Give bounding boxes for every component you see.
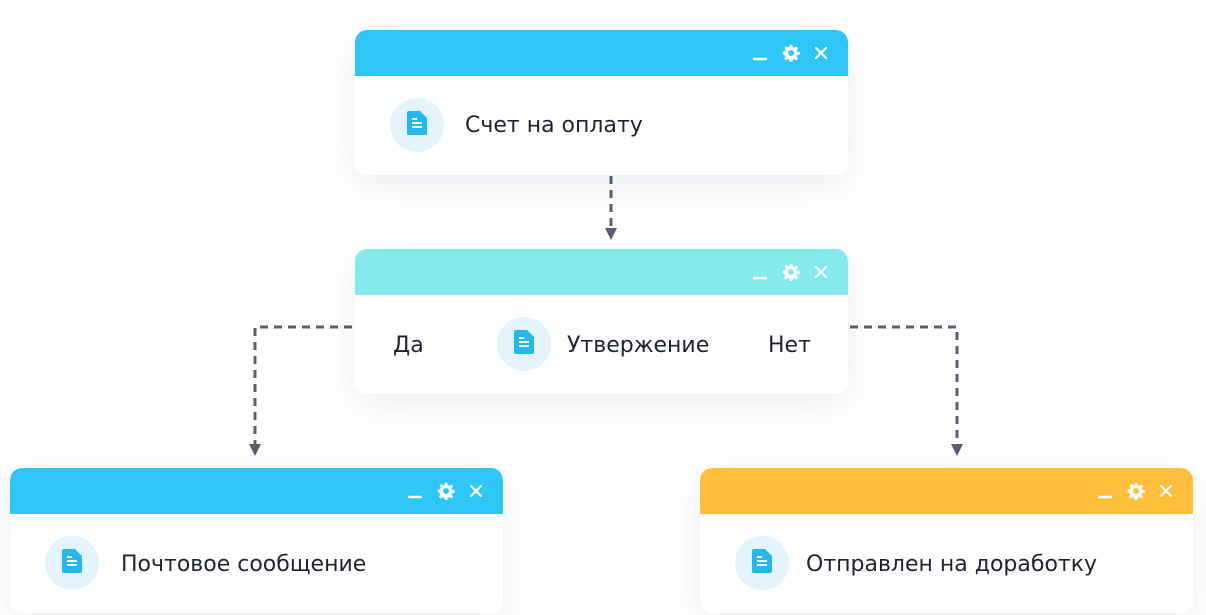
mail-card[interactable]: Почтовое сообщение bbox=[10, 468, 503, 613]
gear-icon[interactable] bbox=[1127, 482, 1145, 500]
window-controls bbox=[1097, 468, 1173, 514]
invoice-card-title: Счет на оплату bbox=[465, 113, 643, 138]
approval-card-title: Утвержение bbox=[567, 333, 710, 358]
invoice-card[interactable]: Счет на оплату bbox=[355, 30, 848, 175]
document-icon bbox=[62, 549, 82, 577]
document-icon bbox=[752, 549, 772, 577]
gear-icon[interactable] bbox=[782, 44, 800, 62]
invoice-card-header bbox=[355, 30, 848, 76]
mail-card-body: Почтовое сообщение bbox=[10, 514, 503, 613]
document-icon-badge bbox=[735, 536, 789, 590]
window-controls bbox=[752, 249, 828, 295]
connector-no-branch bbox=[850, 325, 963, 456]
approval-card-header bbox=[355, 249, 848, 295]
minimize-icon[interactable] bbox=[1097, 483, 1113, 499]
minimize-icon[interactable] bbox=[752, 45, 768, 61]
mail-card-title: Почтовое сообщение bbox=[121, 552, 367, 577]
document-icon-badge bbox=[497, 317, 551, 371]
rework-card-title: Отправлен на доработку bbox=[806, 552, 1098, 577]
rework-card-body: Отправлен на доработку bbox=[700, 514, 1193, 613]
mail-card-header bbox=[10, 468, 503, 514]
document-icon-badge bbox=[390, 98, 444, 152]
window-controls bbox=[752, 30, 828, 76]
close-icon[interactable] bbox=[814, 46, 828, 60]
gear-icon[interactable] bbox=[782, 263, 800, 281]
window-controls bbox=[407, 468, 483, 514]
minimize-icon[interactable] bbox=[407, 483, 423, 499]
close-icon[interactable] bbox=[814, 265, 828, 279]
close-icon[interactable] bbox=[1159, 484, 1173, 498]
approval-card[interactable]: Да Утвержение Нет bbox=[355, 249, 848, 394]
connector-yes-branch bbox=[249, 325, 352, 456]
close-icon[interactable] bbox=[469, 484, 483, 498]
rework-card[interactable]: Отправлен на доработку bbox=[700, 468, 1193, 613]
document-icon bbox=[514, 330, 534, 358]
gear-icon[interactable] bbox=[437, 482, 455, 500]
rework-card-header bbox=[700, 468, 1193, 514]
yes-branch-label: Да bbox=[393, 333, 424, 358]
document-icon bbox=[407, 111, 427, 139]
document-icon-badge bbox=[45, 536, 99, 590]
invoice-card-body: Счет на оплату bbox=[355, 76, 848, 175]
approval-card-body: Да Утвержение Нет bbox=[355, 295, 848, 394]
minimize-icon[interactable] bbox=[752, 264, 768, 280]
no-branch-label: Нет bbox=[768, 333, 811, 358]
